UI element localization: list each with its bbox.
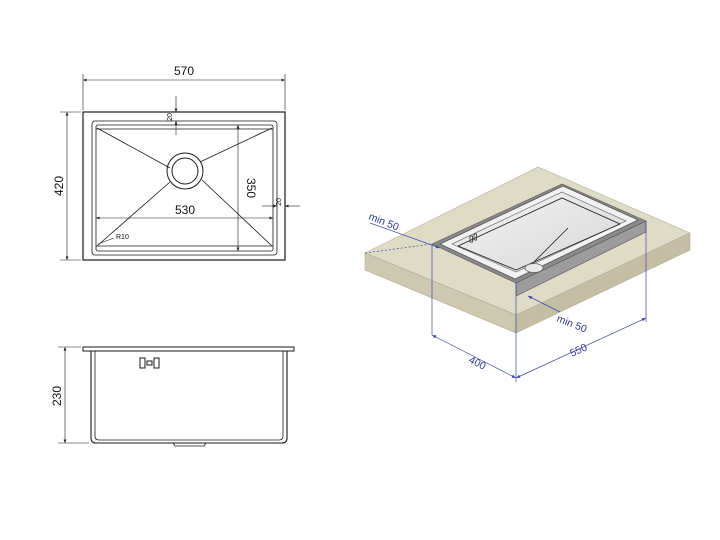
dim-width-outer: 570 xyxy=(174,64,194,78)
drain-outer-circle xyxy=(166,152,204,190)
dim-min-side: min 50 xyxy=(555,313,589,336)
side-body-inner xyxy=(94,351,284,441)
sink-outer-outline xyxy=(82,111,286,261)
dim-depth-inner: 350 xyxy=(244,178,258,198)
dim-min-back: min 50 xyxy=(367,211,401,234)
slope-line xyxy=(96,181,171,247)
dim-cut-depth: 400 xyxy=(467,354,488,373)
dim-height: 230 xyxy=(50,386,64,406)
iso-slope-line xyxy=(529,227,569,267)
iso-view: 400 550 min 50 min 50 xyxy=(364,166,691,382)
iso-sink-bowl xyxy=(451,191,627,273)
iso-drain xyxy=(524,263,544,273)
slope-line xyxy=(199,127,273,163)
overflow-icon xyxy=(139,357,160,369)
dim-cut-width: 550 xyxy=(568,341,589,359)
dim-rim-side: 20 xyxy=(276,198,283,206)
dim-corner-radius: R10 xyxy=(116,234,129,241)
side-flange xyxy=(82,346,295,352)
sink-bowl-inner-line xyxy=(95,124,274,252)
dim-depth-outer: 420 xyxy=(52,176,66,196)
top-view: 570 420 530 350 20 20 R10 xyxy=(52,64,300,261)
drain-inner-circle xyxy=(171,157,199,185)
side-drain xyxy=(172,442,207,447)
side-view: 230 xyxy=(50,346,295,447)
slope-line xyxy=(96,127,171,169)
sink-bowl-outline xyxy=(91,120,278,256)
iso-overflow-icon xyxy=(469,233,477,243)
slope-line xyxy=(201,179,273,247)
dim-width-inner: 530 xyxy=(175,203,195,217)
bowl-wall-line xyxy=(457,197,621,247)
dim-rim-top: 20 xyxy=(167,113,174,121)
side-body-outline xyxy=(90,351,288,444)
bowl-wall-line xyxy=(457,223,621,271)
